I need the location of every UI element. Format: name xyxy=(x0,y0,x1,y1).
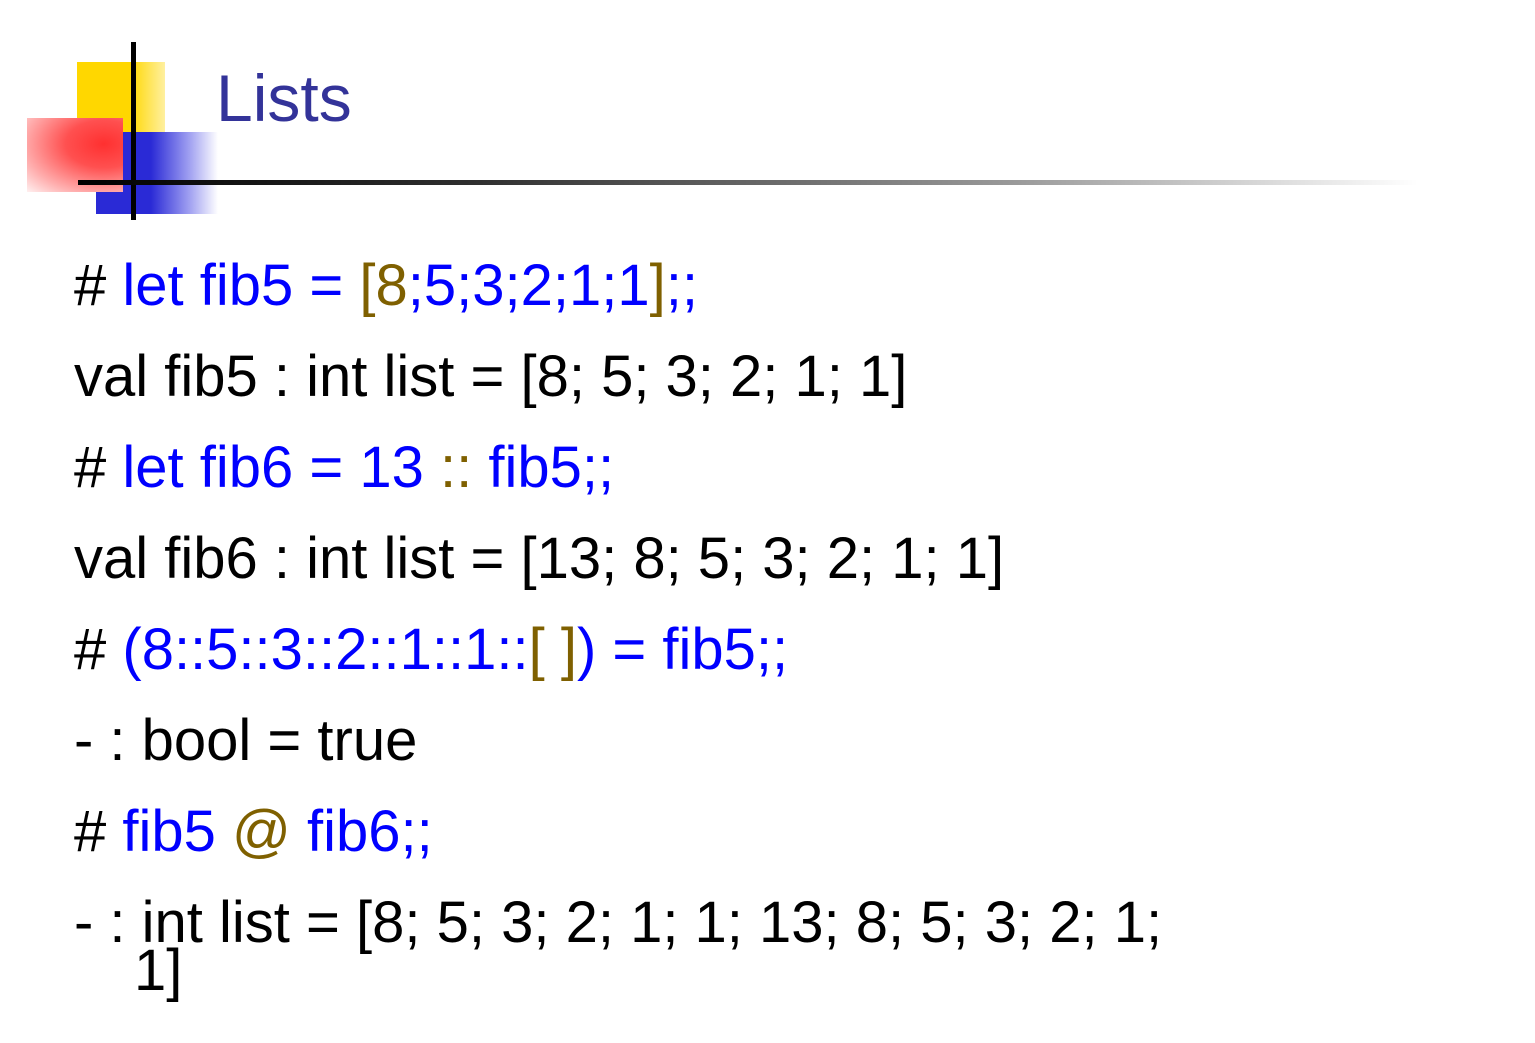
append-operator: @ xyxy=(232,799,291,864)
empty-list: [ ] xyxy=(528,617,577,682)
input-code: let fib5 = xyxy=(122,253,360,318)
prompt: # xyxy=(74,799,123,864)
prompt: # xyxy=(74,435,123,500)
slide-title: Lists xyxy=(216,61,352,135)
input-code: fib5 xyxy=(122,799,233,864)
toplevel-output-line-2: val fib6 : int list = [13; 8; 5; 3; 2; 1… xyxy=(74,526,1005,591)
output-continuation: 1] xyxy=(134,938,183,1003)
slide-body: # let fib5 = [8;5;3;2;1;1];; val fib5 : … xyxy=(74,240,1162,1002)
toplevel-output-line-4: - : int list = [8; 5; 3; 2; 1; 1; 13; 8;… xyxy=(74,877,1162,1002)
toplevel-input-line-3: # (8::5::3::2::1::1::[ ]) = fib5;; xyxy=(74,604,1162,695)
prompt: # xyxy=(74,617,123,682)
input-code: ) = fib5;; xyxy=(576,617,789,682)
input-code: let fib6 = 13 xyxy=(122,435,440,500)
input-code: fib6;; xyxy=(290,799,433,864)
prompt: # xyxy=(74,253,123,318)
input-code: ;; xyxy=(665,253,698,318)
input-code: (8::5::3::2::1::1:: xyxy=(122,617,529,682)
list-open: [8 xyxy=(359,253,408,318)
cons-operator: :: xyxy=(440,435,473,500)
logo-red-square xyxy=(27,118,123,192)
title-underline-rule xyxy=(78,180,1418,185)
toplevel-output-line-3: - : bool = true xyxy=(74,708,418,773)
list-close: ] xyxy=(649,253,666,318)
input-code: fib5;; xyxy=(472,435,615,500)
logo-vertical-rule xyxy=(131,42,136,220)
toplevel-output-line-1: val fib5 : int list = [8; 5; 3; 2; 1; 1] xyxy=(74,344,908,409)
toplevel-input-line-4: # fib5 @ fib6;; xyxy=(74,786,1162,877)
toplevel-input-line-2: # let fib6 = 13 :: fib5;; xyxy=(74,422,1162,513)
toplevel-input-line-1: # let fib5 = [8;5;3;2;1;1];; xyxy=(74,240,1162,331)
input-code: ;5;3;2;1;1 xyxy=(407,253,650,318)
output-text: - : int list = [8; 5; 3; 2; 1; 1; 13; 8;… xyxy=(74,890,1163,955)
